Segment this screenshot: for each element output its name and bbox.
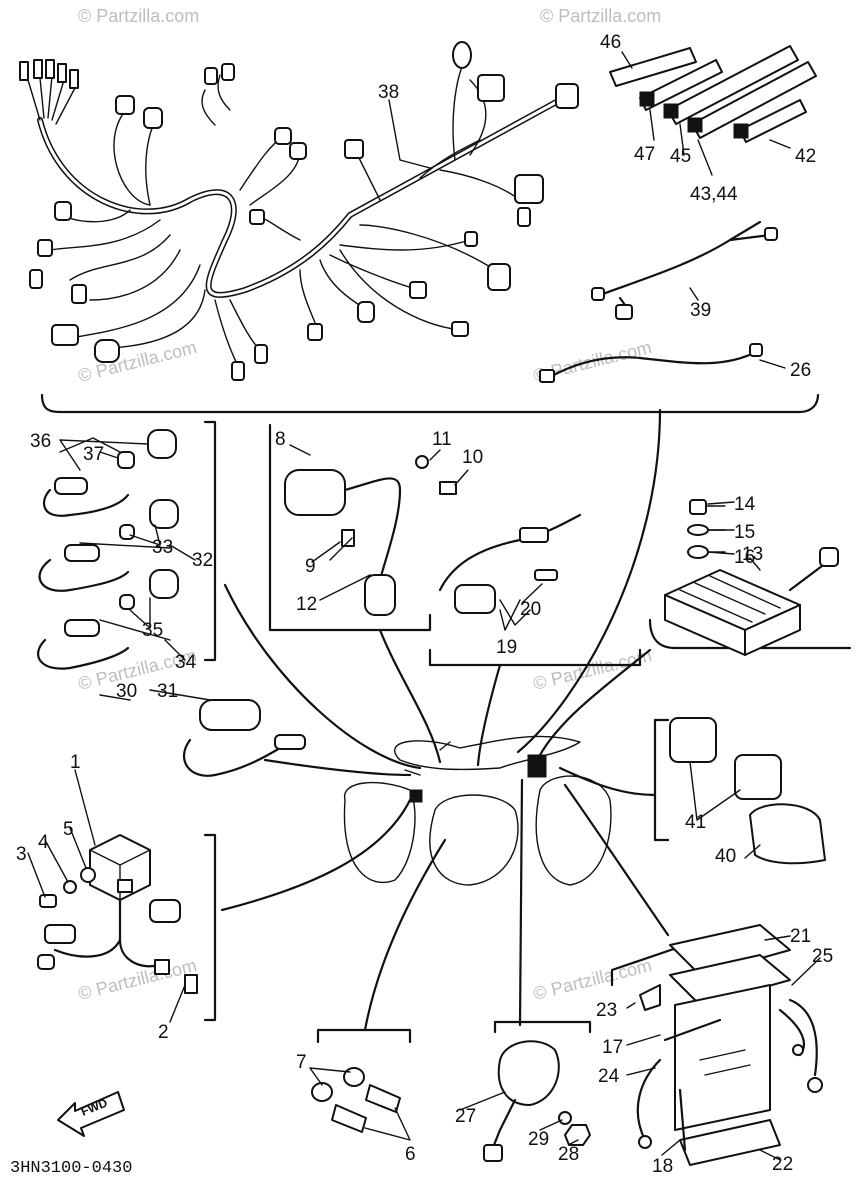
starter-switch-group <box>483 1020 592 1162</box>
wire-harness <box>19 41 579 381</box>
callout-leaders <box>27 51 821 1161</box>
callout-43-44: 43,44 <box>690 184 738 205</box>
callout-29: 29 <box>528 1129 549 1150</box>
callout-17: 17 <box>602 1037 623 1058</box>
callout-47: 47 <box>634 144 655 165</box>
callout-22: 22 <box>772 1154 793 1175</box>
callout-6: 6 <box>405 1144 416 1165</box>
fwd-arrow-icon: FWD <box>57 1091 125 1137</box>
callout-24: 24 <box>598 1066 620 1087</box>
watermark: © Partzilla.com <box>78 6 199 26</box>
callout-35: 35 <box>142 620 163 641</box>
harness-bracket <box>40 393 820 414</box>
callout-39: 39 <box>690 300 711 321</box>
ignition-coil-group <box>268 423 457 632</box>
callout-16: 16 <box>734 547 755 568</box>
callout-33: 33 <box>152 537 173 558</box>
drain-plug-group <box>311 1028 412 1133</box>
callout-41: 41 <box>685 812 706 833</box>
sub-leads <box>539 220 778 383</box>
callout-28: 28 <box>558 1144 579 1165</box>
cable-bands <box>609 45 817 143</box>
callout-32: 32 <box>192 550 213 571</box>
callout-42: 42 <box>795 146 816 167</box>
callout-46: 46 <box>600 32 621 53</box>
leader-lines <box>220 408 670 1032</box>
callout-8: 8 <box>275 429 286 450</box>
callout-4: 4 <box>38 832 49 853</box>
callout-10: 10 <box>462 447 483 468</box>
callout-13: 13 <box>742 544 763 565</box>
callout-labels: 1 2 3 4 5 6 7 8 9 10 11 12 13 14 15 16 1… <box>16 32 833 1177</box>
plug-caps-group <box>37 420 217 670</box>
rectifier-regulator-group <box>648 499 852 656</box>
battery-group <box>610 924 823 1166</box>
terminal-covers-group <box>653 717 826 865</box>
callout-30: 30 <box>116 681 137 702</box>
callout-19: 19 <box>496 637 517 658</box>
neutral-switch-group <box>99 689 306 777</box>
callout-3: 3 <box>16 844 27 865</box>
watermark: © Partzilla.com <box>531 645 654 694</box>
callout-14: 14 <box>734 494 756 515</box>
callout-12: 12 <box>296 594 317 615</box>
frame-outline <box>343 735 612 886</box>
callout-34: 34 <box>175 652 197 673</box>
callout-21: 21 <box>790 926 811 947</box>
callout-20: 20 <box>520 599 541 620</box>
callout-5: 5 <box>63 819 74 840</box>
callout-37: 37 <box>83 444 104 465</box>
callout-36: 36 <box>30 431 51 452</box>
callout-9: 9 <box>305 556 316 577</box>
callout-45: 45 <box>670 146 691 167</box>
callout-40: 40 <box>715 846 736 867</box>
callout-38: 38 <box>378 82 399 103</box>
callout-7: 7 <box>296 1052 307 1073</box>
cdi-unit-group <box>37 833 217 1022</box>
callout-25: 25 <box>812 946 833 967</box>
callout-11: 11 <box>432 429 452 450</box>
watermark: © Partzilla.com <box>540 6 661 26</box>
callout-15: 15 <box>734 522 755 543</box>
callout-1: 1 <box>70 752 81 773</box>
callout-31: 31 <box>157 681 178 702</box>
callout-23: 23 <box>596 1000 617 1021</box>
callout-26: 26 <box>790 360 811 381</box>
callout-27: 27 <box>455 1106 476 1127</box>
diagram-code: 3HN3100-0430 <box>10 1159 132 1178</box>
callout-18: 18 <box>652 1156 673 1177</box>
callout-2: 2 <box>158 1022 169 1043</box>
